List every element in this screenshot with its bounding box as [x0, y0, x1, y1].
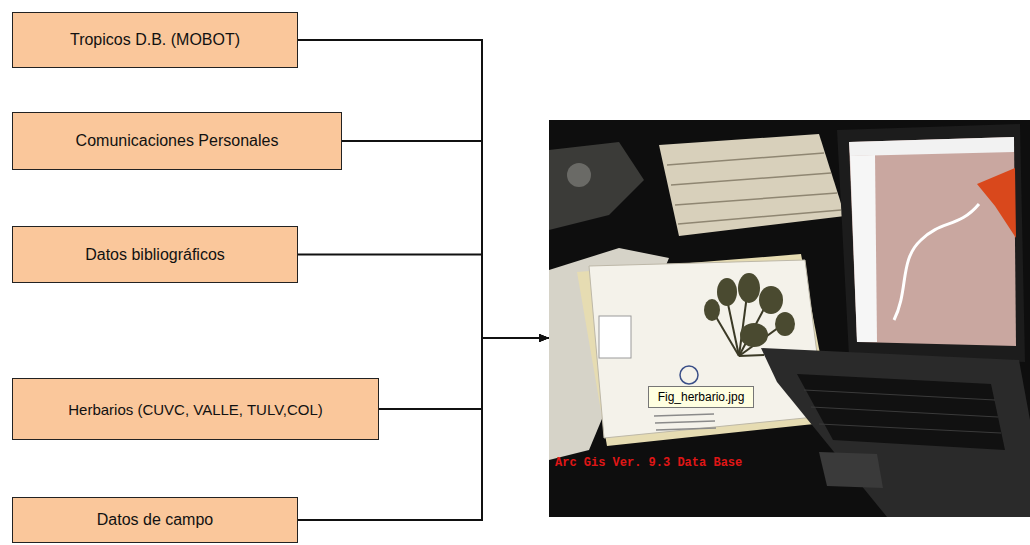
herbarium-stamp — [680, 366, 698, 384]
connector-line — [342, 141, 549, 338]
node-label: Herbarios (CUVC, VALLE, TULV,COL) — [68, 401, 323, 418]
laptop-keyboard — [797, 374, 1005, 450]
desk-gadget — [567, 163, 591, 187]
laptop-touchpad — [819, 452, 883, 488]
leaf-cluster — [740, 323, 768, 347]
source-box: Herbarios (CUVC, VALLE, TULV,COL) — [12, 378, 379, 440]
source-box: Tropicos D.B. (MOBOT) — [12, 12, 298, 68]
source-box: Datos bibliográficos — [12, 226, 298, 283]
tooltip-box: Fig_herbario.jpg — [648, 386, 754, 408]
paper-edge — [667, 153, 824, 165]
key-row — [819, 424, 1001, 433]
plant-foliage — [704, 273, 795, 347]
plant-stem — [739, 355, 764, 356]
laptop-screen-bezel — [837, 124, 1025, 362]
source-box: Comunicaciones Personales — [12, 112, 342, 170]
label-line — [654, 414, 714, 416]
keyboard-keys — [804, 390, 1001, 433]
laptop-screen — [849, 137, 1016, 346]
desk-gadget — [549, 142, 644, 230]
leaf-cluster — [738, 273, 760, 303]
laptop-base — [761, 348, 1030, 517]
paper-stack — [659, 134, 845, 236]
map-region — [977, 168, 1016, 238]
source-box: Datos de campo — [12, 497, 298, 543]
screen-sidebar — [850, 155, 877, 342]
label-line — [656, 428, 716, 430]
leaf-cluster — [759, 286, 783, 314]
overlay-caption: Arc Gis Ver. 9.3 Data Base — [555, 456, 742, 470]
map-river — [894, 204, 979, 320]
screen-toolbar — [849, 137, 1014, 156]
node-label: Tropicos D.B. (MOBOT) — [70, 31, 240, 49]
leaf-cluster — [704, 299, 720, 321]
specimen-label — [654, 414, 716, 430]
node-label: Fig_herbario.jpg — [658, 390, 745, 404]
connector-line — [379, 338, 549, 409]
leaf-cluster — [775, 312, 795, 336]
leaf-cluster — [717, 278, 737, 306]
connector-line — [298, 40, 549, 338]
label-line — [655, 421, 715, 423]
key-row — [811, 407, 998, 417]
paper-edge — [675, 193, 837, 205]
node-label: Datos de campo — [97, 511, 214, 529]
node-label: Comunicaciones Personales — [76, 132, 279, 150]
seed-envelope — [599, 316, 631, 358]
node-label: Datos bibliográficos — [85, 246, 225, 264]
paper-edge — [671, 173, 831, 185]
paper-edge — [678, 210, 841, 224]
herbarium-sheet — [589, 260, 825, 438]
key-row — [804, 390, 995, 400]
photo-background — [549, 120, 1030, 517]
connector-line — [298, 255, 549, 339]
photo-frame: Arc Gis Ver. 9.3 Data Base Fig_herbario.j… — [549, 120, 1030, 517]
